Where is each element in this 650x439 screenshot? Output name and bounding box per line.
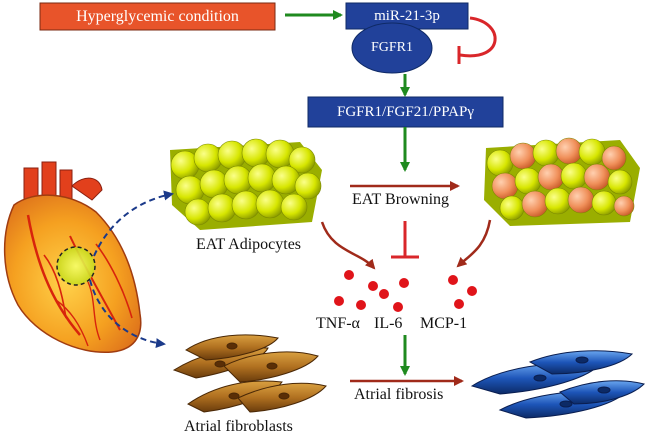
mcp1-label: MCP-1 bbox=[420, 315, 468, 332]
eat-adipocytes-label: EAT Adipocytes bbox=[196, 236, 302, 253]
hyperglycemic-box bbox=[39, 2, 276, 31]
arrow-adipocytes-to-cytokines bbox=[320, 221, 376, 270]
atrial-fibroblasts-cells bbox=[172, 334, 327, 413]
tnf-label: TNF-α bbox=[316, 315, 360, 332]
pathway-label: FGFR1/FGF21/PPAPγ bbox=[337, 104, 474, 120]
il6-label: IL-6 bbox=[374, 315, 403, 332]
atrial-fibrosis-label: Atrial fibrosis bbox=[354, 386, 444, 403]
dashed-arrow-to-fibroblasts bbox=[89, 279, 166, 349]
fgfr1-label: FGFR1 bbox=[370, 40, 414, 55]
atrial-fibrosis-cells bbox=[470, 350, 645, 419]
arrow-browning-to-cytokines bbox=[456, 219, 492, 268]
cytokine-dots bbox=[334, 270, 477, 312]
atrial-fibroblasts-label: Atrial fibroblasts bbox=[184, 418, 293, 435]
eat-adipocytes-cluster bbox=[170, 138, 322, 230]
heart-focus-circle bbox=[56, 246, 96, 286]
heart-illustration bbox=[3, 161, 142, 354]
hyperglycemic-label: Hyperglycemic condition bbox=[76, 8, 239, 25]
pathway-box bbox=[307, 96, 504, 128]
dashed-arrow-to-adipocytes bbox=[93, 190, 174, 257]
eat-browning-cluster bbox=[484, 137, 640, 226]
eat-browning-label: EAT Browning bbox=[352, 191, 450, 208]
fgfr1-ellipse bbox=[351, 22, 433, 74]
mir-label: miR-21-3p bbox=[374, 8, 440, 24]
inhibition-loop bbox=[459, 16, 497, 58]
